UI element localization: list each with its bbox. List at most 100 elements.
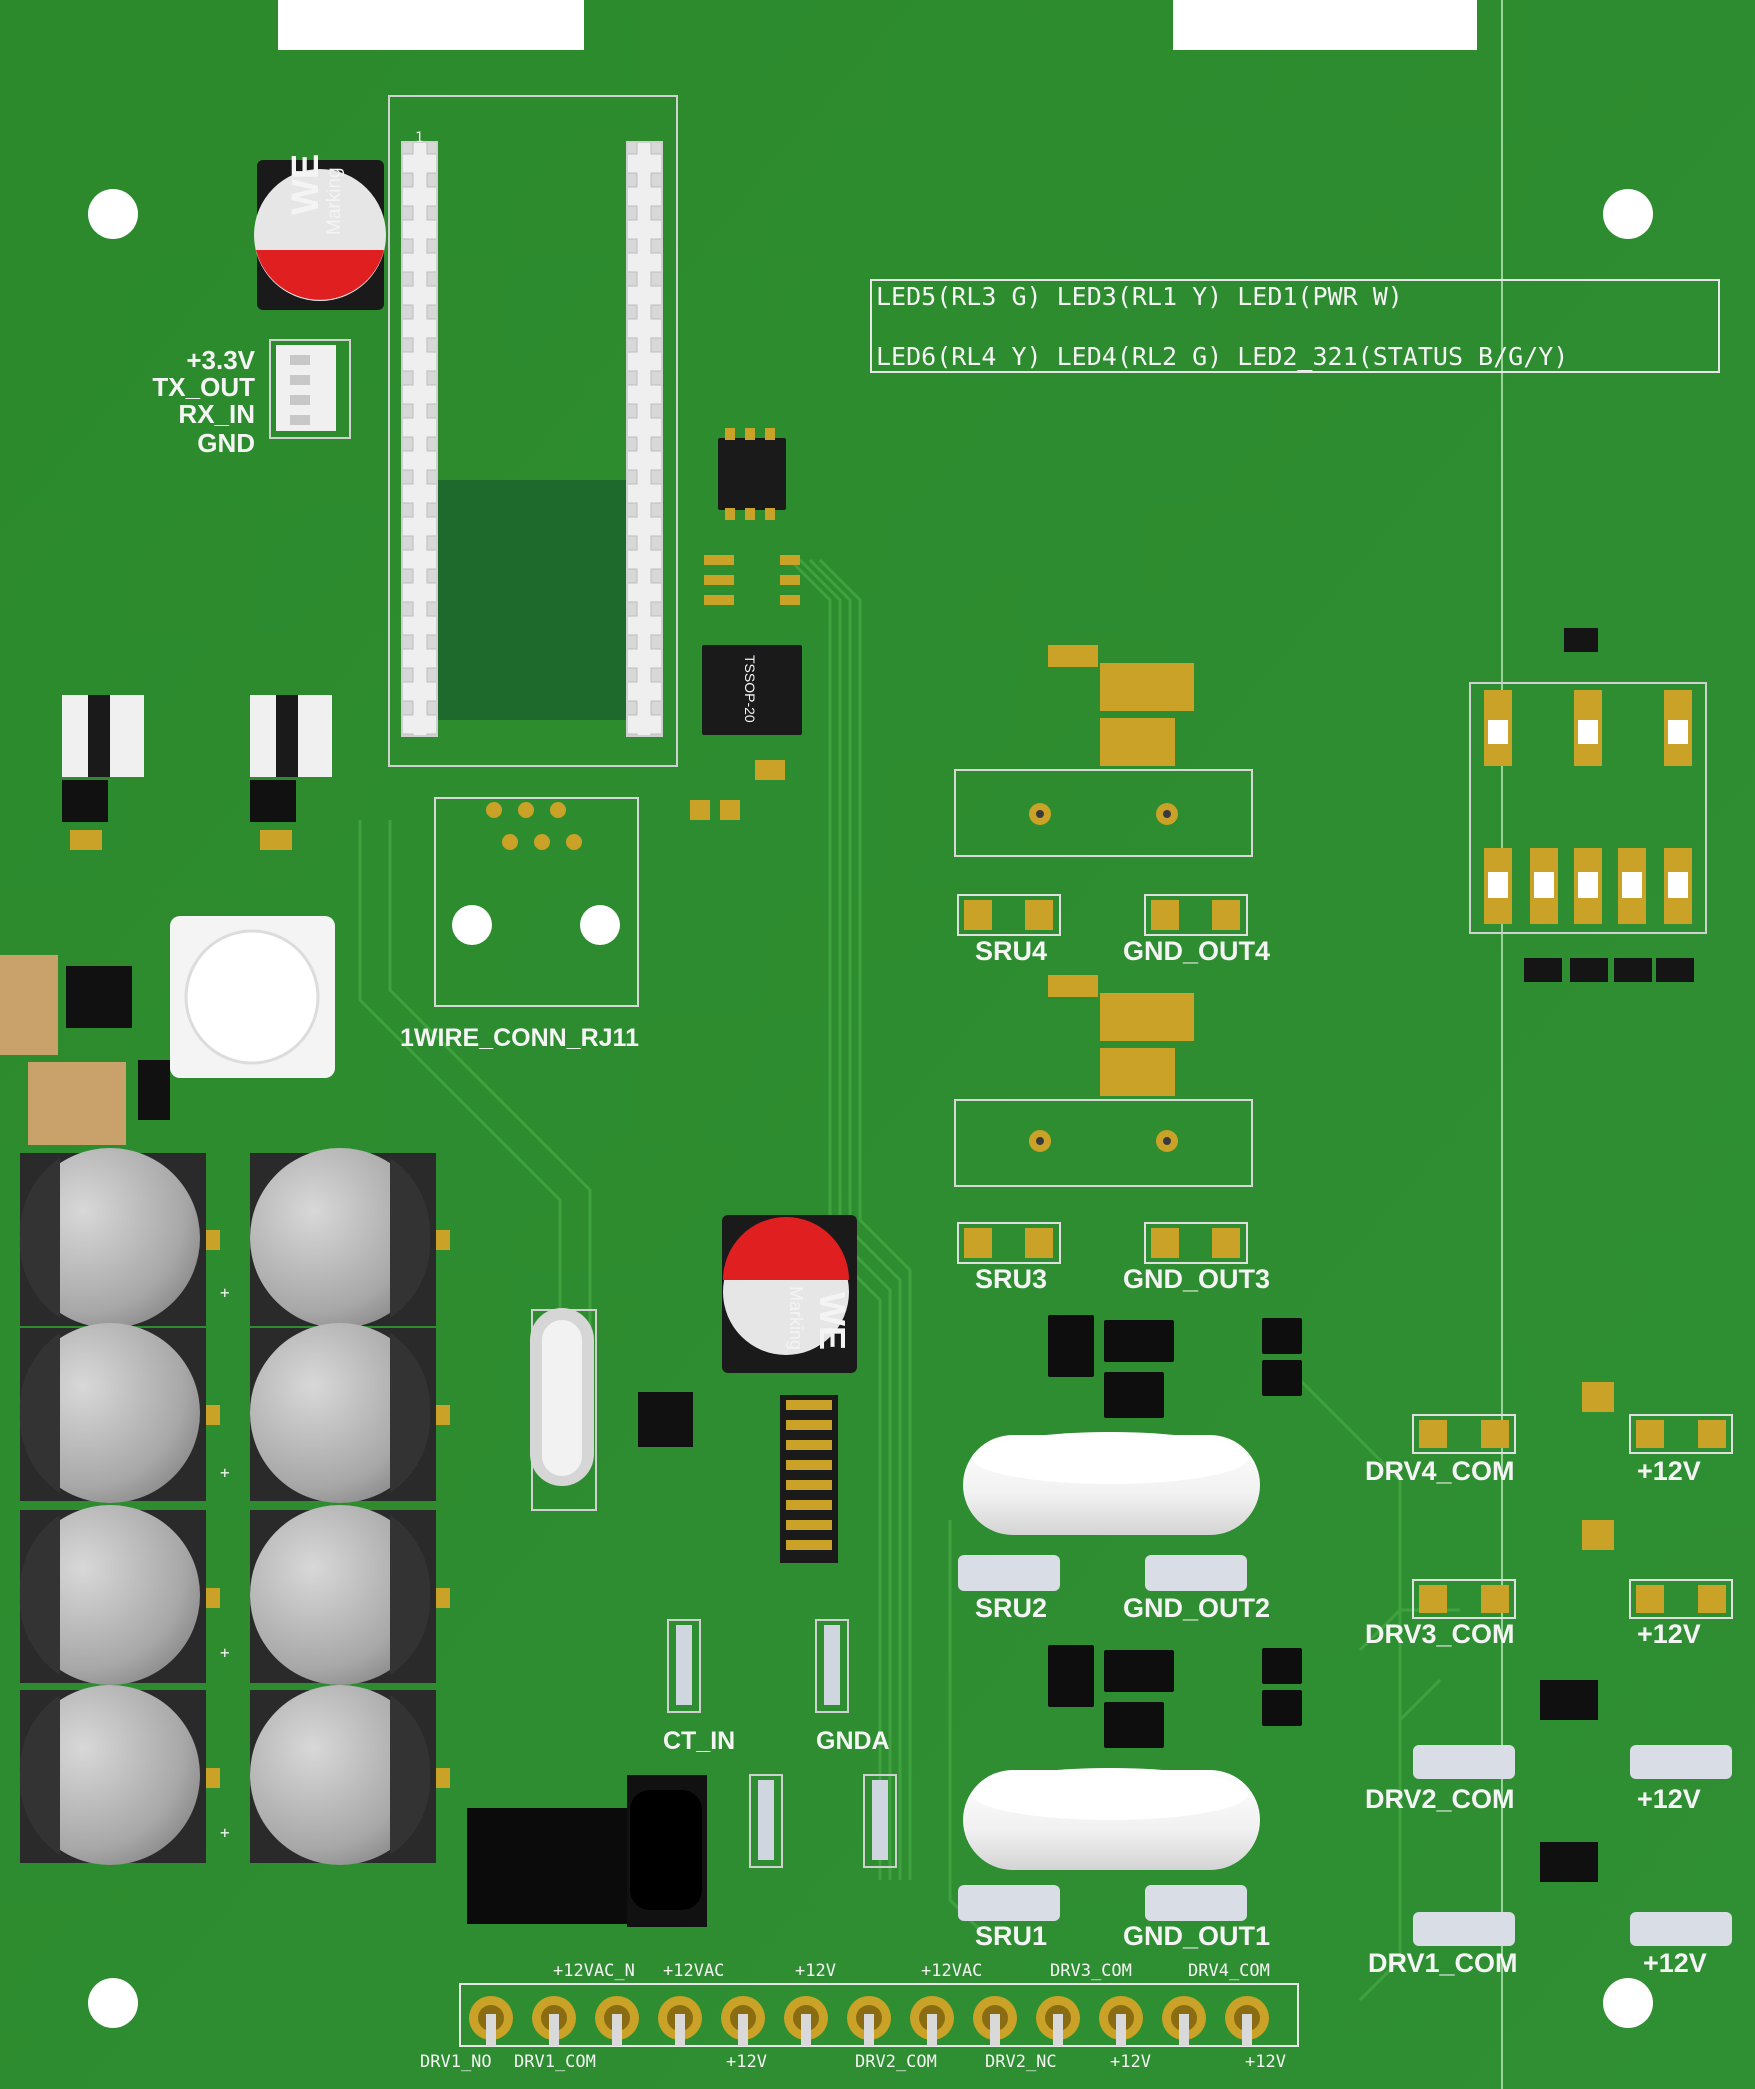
gnd-out3-label: GND_OUT3 bbox=[1123, 1264, 1270, 1294]
rj11-mount-hole-left bbox=[452, 905, 492, 945]
terminal-pin-lead bbox=[486, 2014, 496, 2046]
mounting-hole-tr bbox=[1603, 189, 1653, 239]
term-bot-12v-b: +12V bbox=[1110, 2052, 1151, 2072]
term-bot-drv2-nc: DRV2_NC bbox=[985, 2052, 1057, 2072]
cap-logo-text: WE bbox=[285, 154, 327, 215]
current-sensor-1 bbox=[963, 1768, 1260, 1870]
terminal-pin-lead bbox=[1179, 2014, 1189, 2046]
drv4-com-label: DRV4_COM bbox=[1365, 1456, 1515, 1486]
uart-pin-labels: +3.3V TX_OUT RX_IN GND bbox=[152, 345, 255, 458]
ct-in-label: CT_IN bbox=[663, 1727, 735, 1755]
mounting-hole-tl bbox=[88, 189, 138, 239]
mounting-hole-br bbox=[1603, 1978, 1653, 2028]
gnd-out2-label: GND_OUT2 bbox=[1123, 1593, 1270, 1623]
terminal-block-outline bbox=[459, 1983, 1299, 2047]
led-label-box bbox=[870, 279, 1720, 373]
output-pads bbox=[957, 894, 1248, 1921]
module-keepout-area bbox=[438, 480, 630, 720]
cap-marking-text: Marking bbox=[324, 167, 345, 235]
mosfet-stage-1 bbox=[1048, 1645, 1302, 1748]
terminal-block-pins bbox=[469, 1996, 1269, 2046]
uart-connector-outline bbox=[269, 339, 351, 439]
relay-stage-4 bbox=[954, 645, 1253, 857]
electrolytic-cap-bank bbox=[19, 1148, 450, 1865]
cap-polarity-marks: + + + + bbox=[220, 1283, 230, 1842]
gnd-out1-label: GND_OUT1 bbox=[1123, 1921, 1270, 1951]
mounting-hole-bl bbox=[88, 1978, 138, 2028]
term-top-12vac-n: +12VAC_N bbox=[553, 1961, 635, 1981]
terminal-pin-lead bbox=[612, 2014, 622, 2046]
drv-labels: DRV4_COM +12V DRV3_COM +12V DRV2_COM +12… bbox=[1365, 1456, 1707, 1978]
terminal-top-labels: +12VAC_N +12VAC +12V +12VAC DRV3_COM DRV… bbox=[553, 1961, 1270, 1981]
terminal-pin-lead bbox=[864, 2014, 874, 2046]
cap-red-band bbox=[256, 250, 384, 300]
plus12v-label-3: +12V bbox=[1637, 1619, 1701, 1649]
uart-pin-3v3: +3.3V bbox=[186, 345, 255, 375]
module-outline bbox=[388, 95, 678, 767]
cap-logo-text-middle: WE bbox=[812, 1292, 853, 1350]
term-bot-12v-a: +12V bbox=[726, 2052, 767, 2072]
terminal-pin-lead bbox=[549, 2014, 559, 2046]
current-sensor-2 bbox=[963, 1432, 1260, 1535]
led-section-outline bbox=[1469, 682, 1707, 934]
terminal-pin-lead bbox=[801, 2014, 811, 2046]
rj11-pads bbox=[486, 802, 582, 850]
board-cutout-left bbox=[278, 0, 584, 50]
pin1-label: 1 bbox=[415, 130, 423, 146]
cap-marking-text-middle: Marking bbox=[786, 1286, 806, 1350]
uart-pin-tx: TX_OUT bbox=[152, 372, 255, 402]
pin-header-left bbox=[401, 141, 438, 737]
power-blocks-bottom bbox=[467, 1775, 707, 1927]
led-label-row2: LED6(RL4 Y) LED4(RL2 G) LED2_321(STATUS … bbox=[876, 342, 1568, 371]
cap-plus-3: + bbox=[220, 1643, 230, 1662]
term-bot-12v-c: +12V bbox=[1245, 2052, 1286, 2072]
relay-stage-3 bbox=[954, 975, 1253, 1187]
drv3-com-label: DRV3_COM bbox=[1365, 1619, 1515, 1649]
mosfet-stage-2 bbox=[1048, 1315, 1302, 1418]
term-bot-drv1-com: DRV1_COM bbox=[514, 2052, 596, 2072]
term-top-12vac-2: +12VAC bbox=[921, 1961, 982, 1981]
rj11-label: 1WIRE_CONN_RJ11 bbox=[400, 1024, 639, 1052]
sru2-label: SRU2 bbox=[975, 1593, 1047, 1623]
pin-header-right bbox=[626, 141, 663, 737]
plus12v-label-2: +12V bbox=[1637, 1784, 1701, 1814]
terminal-bottom-labels: DRV1_NO DRV1_COM +12V DRV2_COM DRV2_NC +… bbox=[420, 2052, 1286, 2072]
inductors-top-left bbox=[62, 695, 332, 850]
term-top-drv3-com: DRV3_COM bbox=[1050, 1961, 1132, 1981]
we-capacitor-top: WE Marking bbox=[254, 154, 386, 310]
rj11-outline bbox=[434, 797, 639, 1007]
terminal-pin-lead bbox=[675, 2014, 685, 2046]
sru3-label: SRU3 bbox=[975, 1264, 1047, 1294]
we-capacitor-middle: WE Marking bbox=[722, 1215, 857, 1373]
drv-diodes bbox=[1540, 1382, 1614, 1882]
board-cutout-right bbox=[1173, 0, 1477, 50]
uart-pin-rx: RX_IN bbox=[178, 399, 255, 429]
terminal-pin-lead bbox=[927, 2014, 937, 2046]
cap-plus-4: + bbox=[220, 1823, 230, 1842]
term-bot-drv1-no: DRV1_NO bbox=[420, 2052, 492, 2072]
led-array bbox=[1484, 690, 1692, 924]
sru1-label: SRU1 bbox=[975, 1921, 1047, 1951]
gnd-out4-label: GND_OUT4 bbox=[1123, 936, 1270, 966]
smd-chips-top bbox=[702, 438, 802, 735]
term-top-12vac: +12VAC bbox=[663, 1961, 724, 1981]
cap-plus-1: + bbox=[220, 1283, 230, 1302]
drv1-com-label: DRV1_COM bbox=[1368, 1948, 1518, 1978]
plus12v-label-4: +12V bbox=[1637, 1456, 1701, 1486]
term-bot-drv2-com: DRV2_COM bbox=[855, 2052, 937, 2072]
rj11-mount-hole-right bbox=[580, 905, 620, 945]
uart-pin-gnd: GND bbox=[197, 428, 255, 458]
test-points-ct bbox=[667, 1619, 897, 1868]
cap-plus-2: + bbox=[220, 1463, 230, 1482]
term-top-drv4-com: DRV4_COM bbox=[1188, 1961, 1270, 1981]
terminal-pin-lead bbox=[990, 2014, 1000, 2046]
terminal-pin-lead bbox=[1116, 2014, 1126, 2046]
terminal-pin-lead bbox=[1242, 2014, 1252, 2046]
terminal-pin-lead bbox=[738, 2014, 748, 2046]
smd-pads-top bbox=[690, 428, 800, 820]
tssop-label: TSSOP-20 bbox=[742, 655, 758, 723]
crystal-mcu-area bbox=[530, 1308, 838, 1563]
plus12v-label-1: +12V bbox=[1643, 1948, 1707, 1978]
